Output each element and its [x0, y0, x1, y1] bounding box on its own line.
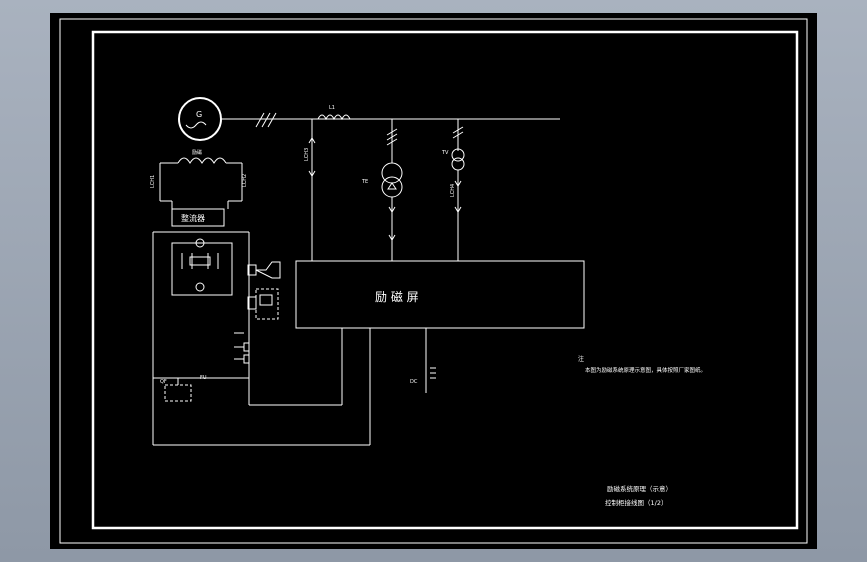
electrical-schematic: G 励磁 整流器 L1 LCH1 LCH2 LCH3 LCH4 TE TV QF… — [59, 18, 808, 544]
generator-label: G — [196, 110, 202, 119]
pt-label: TV — [441, 150, 449, 156]
excitation-panel-label: 励 磁 屏 — [375, 289, 419, 304]
rectifier-box — [171, 208, 225, 227]
outer-frame — [59, 18, 808, 544]
excitation-panel — [295, 260, 585, 329]
note-text: 本图为励磁系统原理示意图，具体按照厂家图纸。 — [585, 366, 706, 374]
fuse-label: FU — [200, 375, 207, 381]
inner-frame — [91, 30, 799, 530]
title-line-1: 励磁系统原理（示意） — [607, 484, 672, 493]
excitation-transformer-lower — [381, 176, 403, 198]
generator-wave — [185, 121, 207, 129]
fuse-2 — [243, 354, 250, 364]
title-line-2: 控制柜接线图（1/2） — [605, 498, 667, 507]
thyristor-bridge — [171, 242, 233, 296]
ct-main — [308, 137, 316, 177]
breaker-label: QF — [160, 379, 167, 385]
reactor-coil — [317, 114, 351, 121]
dc-label: DC — [410, 379, 418, 385]
potential-transformer-upper — [451, 148, 465, 162]
lower-breaker — [164, 384, 192, 402]
ct-right-label: LCH2 — [242, 174, 248, 187]
pt-ct-label: LCH4 — [450, 184, 456, 197]
fuse-1 — [243, 342, 250, 352]
exciter-coil — [177, 157, 227, 164]
ct-left-label: LCH1 — [150, 175, 156, 188]
excitation-transformer-label: TE — [361, 179, 368, 185]
drawing-sheet: G 励磁 整流器 L1 LCH1 LCH2 LCH3 LCH4 TE TV QF… — [50, 13, 817, 549]
generator-symbol — [178, 97, 222, 141]
note-title: 注 — [578, 355, 584, 363]
potential-transformer-lower — [451, 157, 465, 171]
ct-main-label: LCH3 — [304, 148, 310, 161]
rectifier-label: 整流器 — [181, 213, 205, 223]
exciter-label: 励磁 — [192, 149, 202, 156]
reactor-label: L1 — [329, 105, 335, 111]
